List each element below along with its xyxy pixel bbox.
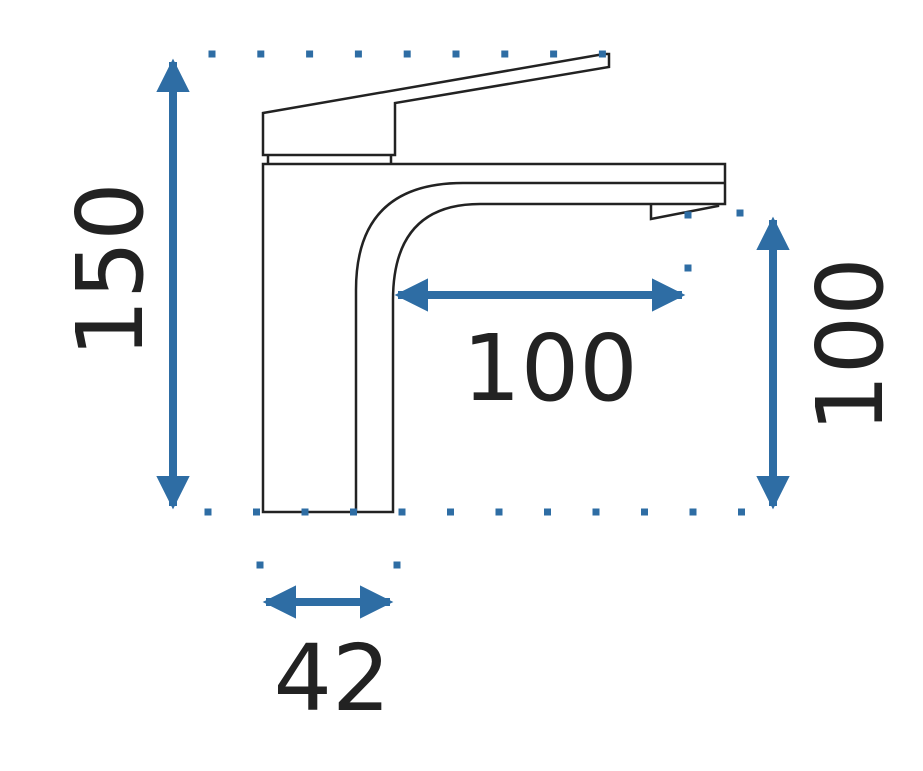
guide-dot <box>253 508 260 516</box>
dotted-guides <box>204 50 745 569</box>
label-spout-reach: 100 <box>462 315 638 422</box>
guide-dot <box>354 50 362 58</box>
guide-dot <box>684 211 692 219</box>
guide-dot <box>641 508 648 516</box>
guide-dot <box>257 50 265 58</box>
guide-dot <box>447 508 454 516</box>
guide-dot <box>301 508 309 516</box>
faucet-lever <box>261 52 611 157</box>
guide-dot <box>306 50 314 58</box>
label-total-height: 150 <box>57 182 164 358</box>
guide-dot <box>398 508 406 516</box>
guide-dot <box>495 508 503 516</box>
guide-dot <box>736 209 744 217</box>
guide-dot <box>452 50 460 58</box>
guide-dot <box>544 508 551 516</box>
guide-dot <box>204 508 212 516</box>
guide-dot <box>592 508 600 516</box>
guide-dot <box>501 50 509 58</box>
guide-dot <box>598 50 606 58</box>
faucet-body <box>261 162 727 514</box>
label-spout-height: 100 <box>797 257 904 433</box>
guide-dot <box>350 508 357 516</box>
guide-dot <box>208 50 216 58</box>
faucet-spout-outer <box>354 181 725 512</box>
guide-dot <box>393 561 401 569</box>
dimension-arrows <box>156 58 790 619</box>
guide-dot <box>689 508 697 516</box>
guide-dot <box>256 561 264 569</box>
faucet-ring <box>266 155 393 164</box>
guide-dot <box>738 508 745 516</box>
guide-dot <box>684 264 692 272</box>
faucet-outline <box>261 52 727 514</box>
guide-dot <box>550 50 558 58</box>
label-base-width: 42 <box>273 625 390 732</box>
guide-dot <box>403 50 411 58</box>
